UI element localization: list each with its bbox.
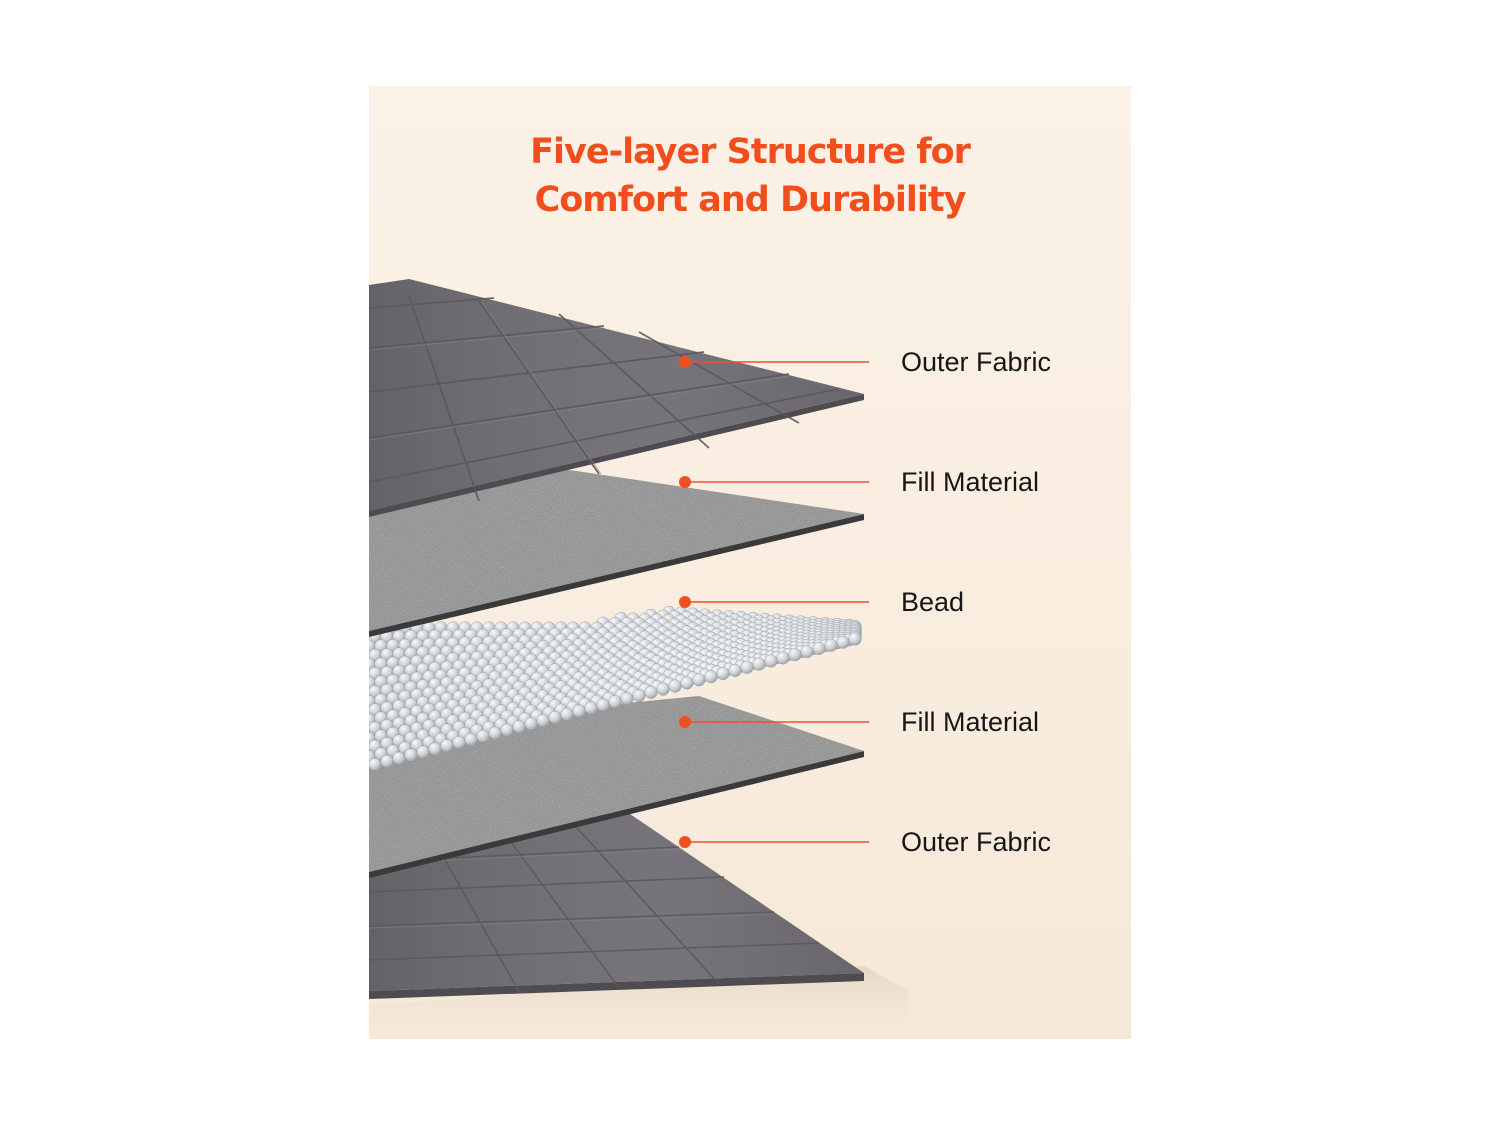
bead: [369, 757, 382, 771]
label-fill-material-upper: Fill Material: [901, 467, 1040, 497]
callout-outer-fabric-top: [679, 356, 869, 368]
label-fill-material-lower: Fill Material: [901, 707, 1040, 737]
bead: [764, 654, 778, 668]
label-outer-fabric-bottom: Outer Fabric: [901, 827, 1052, 857]
bead: [680, 676, 694, 690]
marker-dot: [679, 596, 691, 608]
bead: [704, 670, 718, 684]
bead: [512, 720, 526, 734]
bead: [824, 638, 838, 652]
title-line-2: Comfort and Durability: [534, 180, 967, 220]
bead: [776, 651, 790, 665]
callout-fill-material-upper: [679, 476, 869, 488]
page-title: Five-layer Structure for Comfort and Dur…: [369, 128, 1131, 224]
bead: [788, 648, 802, 662]
bead: [752, 657, 766, 671]
bead: [464, 732, 478, 746]
bead: [716, 667, 730, 681]
layer-stack-diagram: [369, 279, 909, 1039]
bead: [572, 704, 586, 718]
bead: [428, 742, 442, 756]
callout-outer-fabric-bottom: [679, 836, 869, 848]
bead: [668, 679, 682, 693]
layer-outer-fabric-top: [369, 279, 864, 517]
bead: [404, 748, 418, 762]
infographic-panel: Five-layer Structure for Comfort and Dur…: [369, 86, 1131, 1039]
bead: [536, 714, 550, 728]
bead: [740, 660, 754, 674]
bead: [812, 641, 826, 655]
bead: [416, 745, 430, 759]
layer-fill-material-lower: [369, 696, 864, 878]
bead: [848, 632, 862, 646]
bead: [392, 751, 406, 765]
bead: [548, 710, 562, 724]
bead: [608, 695, 622, 709]
marker-dot: [679, 836, 691, 848]
bead: [560, 707, 574, 721]
bead: [620, 692, 634, 706]
bead: [380, 754, 394, 768]
bead: [452, 736, 466, 750]
title-line-1: Five-layer Structure for: [530, 132, 971, 172]
bead: [500, 723, 514, 737]
label-outer-fabric-top: Outer Fabric: [901, 347, 1052, 377]
bead: [440, 739, 454, 753]
bead: [584, 701, 598, 715]
bead: [488, 726, 502, 740]
bead: [644, 685, 658, 699]
marker-dot: [679, 356, 691, 368]
bead: [656, 682, 670, 696]
callout-fill-material-lower: [679, 716, 869, 728]
bead: [800, 645, 814, 659]
layer-fill-material-upper: [369, 452, 864, 637]
marker-dot: [679, 716, 691, 728]
bead: [476, 729, 490, 743]
bead: [692, 673, 706, 687]
callout-lines: [679, 356, 869, 848]
bead: [524, 717, 538, 731]
bead: [596, 698, 610, 712]
callout-bead: [679, 596, 869, 608]
label-bead: Bead: [901, 587, 965, 617]
bead: [632, 689, 646, 703]
marker-dot: [679, 476, 691, 488]
bead: [836, 635, 850, 649]
bead: [728, 663, 742, 677]
